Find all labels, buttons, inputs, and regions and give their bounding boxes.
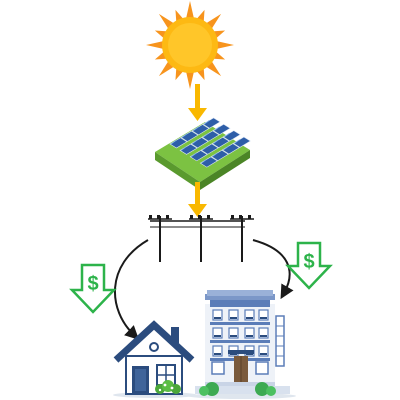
window-sill [246, 335, 253, 337]
dollar-down-arrow-icon: $ [69, 263, 117, 314]
window-sill [230, 317, 237, 319]
solar-panel [201, 130, 220, 142]
arrow-lines-to-apartment [252, 239, 294, 300]
solar-panel [199, 156, 218, 168]
solar-panel [169, 137, 188, 149]
window-sill [260, 317, 267, 319]
arrow-solar-to-lines [188, 182, 207, 217]
power-line-poles-icon [148, 215, 254, 262]
panel-highlight [202, 133, 209, 138]
arrow-sun-to-solar [188, 84, 207, 121]
solar-panel [210, 149, 229, 161]
solar-panel-array-icon [155, 117, 251, 190]
solar-panel [191, 124, 210, 136]
panel-highlight [192, 126, 199, 132]
building-window [244, 327, 255, 339]
dollar-down-arrow-icon: $ [285, 241, 333, 290]
sun-ray [185, 70, 195, 89]
sun-ray [146, 40, 165, 50]
building-window [212, 345, 223, 357]
building-window [258, 327, 269, 339]
solar-panel [221, 143, 240, 155]
arrow-lines-to-house [114, 239, 149, 340]
building-window [228, 327, 239, 339]
solar-panel [211, 136, 230, 148]
panel-highlight [202, 146, 208, 151]
solar-panel [189, 150, 208, 162]
solar-panel [232, 136, 251, 148]
dollar-sign: $ [87, 273, 98, 295]
panel-highlight [191, 139, 198, 145]
window-sill [246, 317, 253, 319]
panel-highlight [180, 146, 187, 151]
solar-panel [222, 130, 241, 142]
panel-highlight [234, 139, 240, 144]
window-sill [214, 353, 221, 355]
dollar-sign: $ [303, 251, 314, 273]
solar-panel [180, 130, 199, 142]
solar-panel [179, 143, 198, 155]
sun-ray [185, 1, 195, 20]
building-window [244, 309, 255, 321]
bush-icon [155, 380, 181, 394]
building-window [212, 309, 223, 321]
window-sill [230, 335, 237, 337]
window-sill [260, 353, 267, 355]
panel-highlight [181, 133, 188, 138]
panel-highlight [212, 152, 218, 157]
bush-icon [199, 382, 276, 396]
panel-highlight [223, 145, 229, 151]
panel-highlight [170, 139, 177, 145]
building-window [212, 327, 223, 339]
panel-highlight [203, 120, 210, 125]
building-window [258, 309, 269, 321]
panel-highlight [201, 159, 207, 164]
sun-ray [215, 40, 234, 50]
apartment-building-icon [188, 290, 296, 399]
sun-icon [146, 1, 234, 89]
panel-highlight [224, 132, 230, 138]
building-window [228, 309, 239, 321]
panel-highlight [213, 139, 219, 144]
solar-panel [212, 123, 231, 135]
house-icon [113, 320, 197, 398]
window-sill [260, 335, 267, 337]
panel-highlight [213, 126, 220, 131]
window-sill [214, 317, 221, 319]
building-window [258, 345, 269, 357]
solar-panel [200, 143, 219, 155]
panel-highlight [191, 152, 197, 158]
solar-panel [190, 137, 209, 149]
solar-panel [202, 117, 221, 129]
window-sill [214, 335, 221, 337]
